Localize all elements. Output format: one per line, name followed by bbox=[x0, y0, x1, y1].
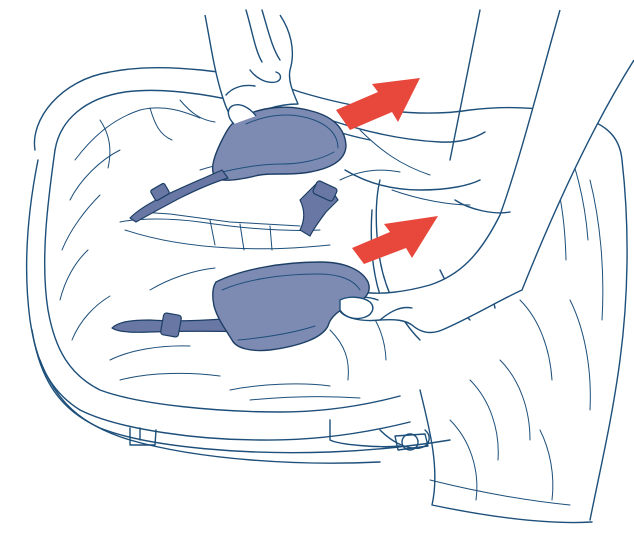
arrow-up-right-icon bbox=[352, 216, 438, 264]
lower-shoulder-pad bbox=[112, 262, 373, 351]
lower-hand bbox=[337, 10, 634, 332]
pull-direction-arrows bbox=[336, 78, 438, 264]
upper-shoulder-pad bbox=[130, 105, 346, 236]
upper-hand bbox=[205, 10, 298, 122]
